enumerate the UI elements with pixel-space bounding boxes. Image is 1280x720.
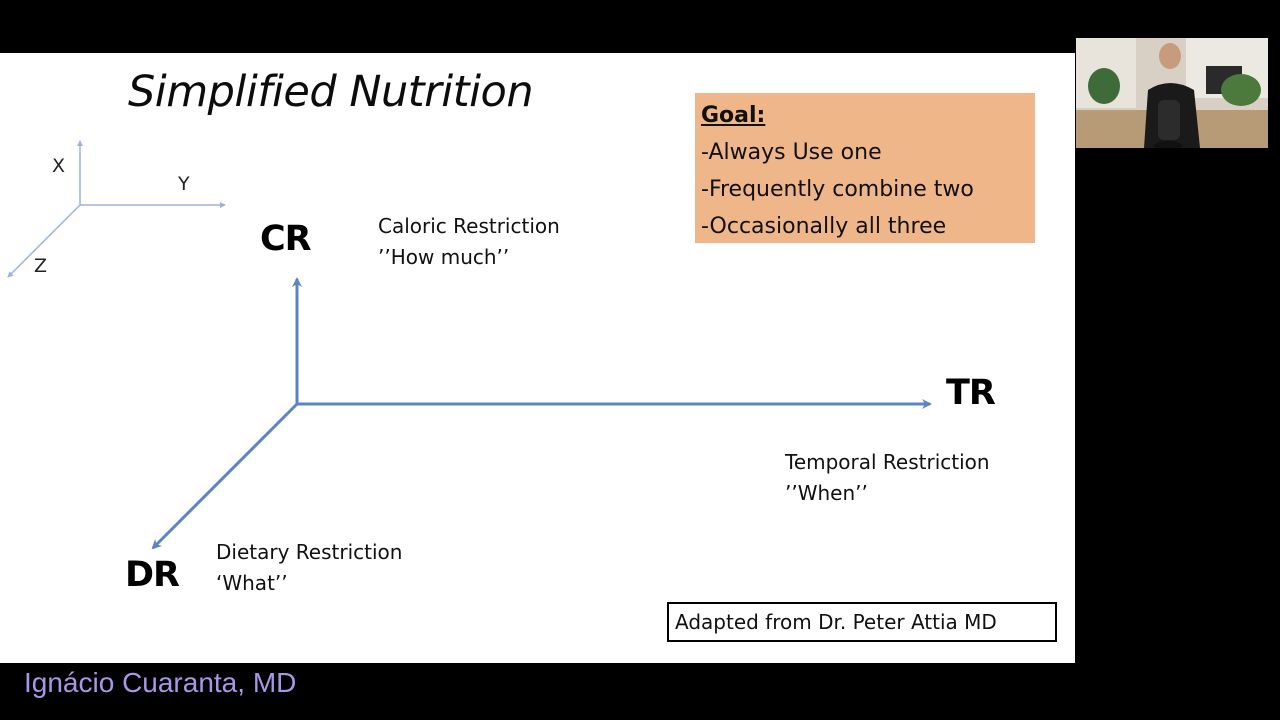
goal-line-1: -Always Use one [701,140,882,165]
goal-line-3: -Occasionally all three [701,214,947,239]
goal-line-2: -Frequently combine two [701,177,974,202]
mini-y-label: Y [178,173,190,195]
dr-label: DR [125,555,180,595]
tr-description: Temporal Restriction ’’When’’ [785,447,990,509]
credit-box: Adapted from Dr. Peter Attia MD [667,602,1057,642]
presentation-slide: Simplified Nutrition Goal: -Always Use o… [0,53,1075,663]
tr-label: TR [946,373,996,413]
dr-question: ‘What’’ [216,571,288,595]
dr-axis-arrow [151,402,299,550]
dr-description: Dietary Restriction ‘What’’ [216,537,402,599]
goal-box: Goal: -Always Use one -Frequently combin… [695,93,1035,243]
presenter-webcam [1076,38,1268,148]
tr-question: ’’When’’ [785,481,868,505]
webcam-image [1076,38,1268,148]
presenter-name: Ignácio Cuaranta, MD [24,667,297,698]
mini-x-label: X [52,155,66,177]
cr-name: Caloric Restriction [378,214,560,238]
slide-title: Simplified Nutrition [128,67,534,117]
mini-z-axis [7,204,81,278]
goal-title: Goal: [701,103,766,128]
dr-name: Dietary Restriction [216,540,403,564]
mini-z-label: Z [34,255,48,277]
tr-name: Temporal Restriction [785,450,990,474]
cr-description: Caloric Restriction ’’How much’’ [378,211,560,273]
cr-question: ’’How much’’ [378,245,510,269]
axes-diagram [7,140,932,550]
cr-label: CR [260,219,312,259]
